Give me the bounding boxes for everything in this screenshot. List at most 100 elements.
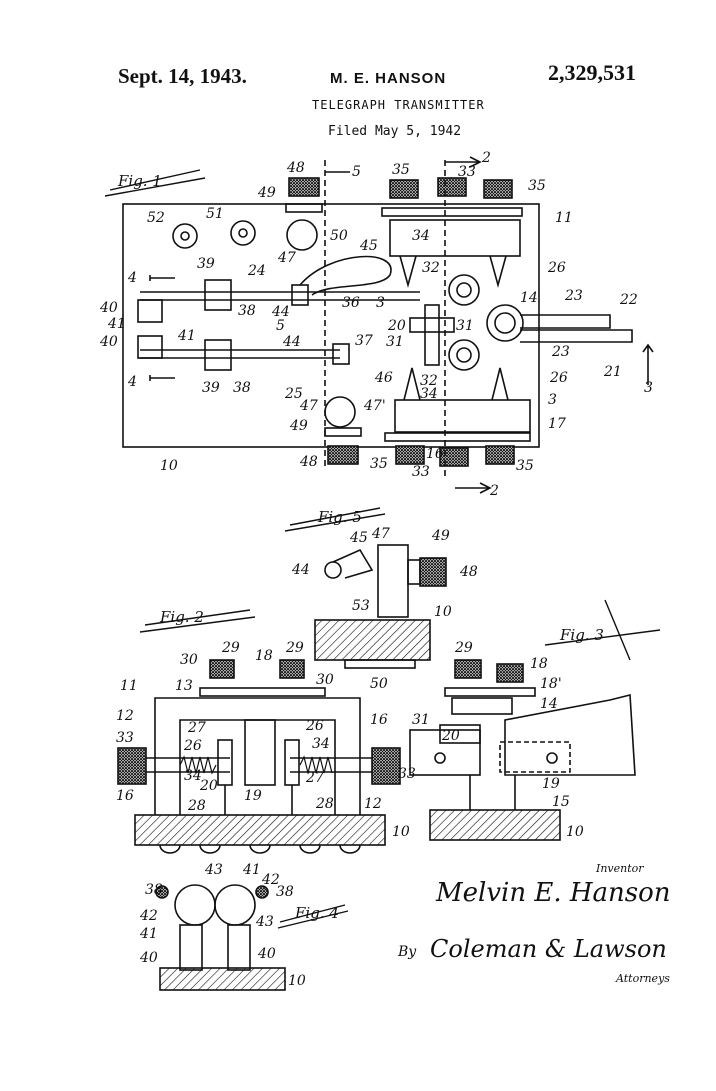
ref-numeral: 11 — [120, 678, 138, 694]
ref-numeral: 10 — [566, 824, 584, 840]
ref-numeral: 49 — [257, 185, 276, 201]
ref-numeral: 12 — [364, 796, 382, 812]
ref-numeral: 39 — [202, 380, 220, 396]
ref-numeral: 47' — [363, 398, 386, 414]
ref-numeral: 35 — [528, 178, 546, 194]
ref-numeral: 35 — [516, 458, 534, 474]
ref-numeral: 16 — [370, 712, 388, 728]
ref-numeral: 19 — [244, 788, 262, 804]
ref-numeral: 38 — [238, 303, 256, 319]
ref-numeral: 27 — [305, 770, 324, 786]
ref-numeral: 30 — [316, 672, 334, 688]
ref-numeral: 46 — [374, 370, 393, 386]
fig3-label: Fig. 3 — [559, 626, 604, 644]
ref-numeral: 42 — [139, 908, 158, 924]
ref-numeral: 48 — [299, 454, 318, 470]
ref-numeral: 53 — [352, 598, 370, 614]
inventor-caption: Inventor — [596, 862, 644, 875]
ref-numeral: 48 — [286, 160, 305, 176]
ref-numeral: 10 — [160, 458, 178, 474]
ref-numeral: 16 — [426, 446, 444, 462]
ref-numeral: 32 — [422, 260, 440, 276]
ref-numeral: 31 — [456, 318, 474, 334]
ref-numeral: 33 — [116, 730, 134, 746]
ref-numeral: 40 — [257, 946, 276, 962]
ref-numeral: 52 — [147, 210, 165, 226]
ref-numeral: 26 — [183, 738, 202, 754]
ref-numeral: 40 — [99, 334, 118, 350]
ref-numeral: 44 — [291, 562, 310, 578]
ref-numeral: 10 — [434, 604, 452, 620]
ref-numeral: 20 — [199, 778, 218, 794]
ref-numeral: 4 — [127, 374, 137, 390]
ref-numeral: 30 — [180, 652, 198, 668]
ref-numeral: 31 — [412, 712, 430, 728]
ref-numeral: 27 — [187, 720, 206, 736]
ref-numeral: 12 — [116, 708, 134, 724]
ref-numeral: 39 — [197, 256, 215, 272]
ref-numeral: 34 — [412, 228, 430, 244]
ref-numeral: 47 — [277, 250, 296, 266]
ref-numeral: 51 — [206, 206, 224, 222]
ref-numeral: 23 — [551, 344, 570, 360]
ref-numeral: 47 — [299, 398, 318, 414]
ref-numeral: 41 — [107, 316, 126, 332]
ref-numeral: 50 — [370, 676, 388, 692]
ref-numeral: 47 — [371, 526, 390, 542]
ref-numeral: 3 — [548, 392, 557, 408]
ref-numeral: 31 — [386, 334, 404, 350]
ref-numeral: 2 — [481, 150, 491, 166]
ref-numeral: 34 — [312, 736, 330, 752]
ref-numeral: 33 — [412, 464, 430, 480]
ref-numeral: 18 — [530, 656, 548, 672]
inventor-signature: Melvin E. Hanson — [436, 878, 671, 908]
ref-numeral: 49 — [289, 418, 308, 434]
ref-numeral: 48 — [459, 564, 478, 580]
ref-numeral: 35 — [370, 456, 388, 472]
ref-numeral: 29 — [221, 640, 240, 656]
ref-numeral: 38 — [145, 882, 163, 898]
ref-numeral: 29 — [285, 640, 304, 656]
ref-numeral: 22 — [619, 292, 638, 308]
ref-numeral: 14 — [540, 696, 558, 712]
ref-numeral: 26 — [305, 718, 324, 734]
ref-numeral: 40 — [139, 950, 158, 966]
ref-numeral: 50 — [330, 228, 348, 244]
ref-numeral: 18 — [255, 648, 273, 664]
ref-numeral: 43 — [255, 914, 274, 930]
ref-numeral: 23 — [564, 288, 583, 304]
ref-numeral: 45 — [359, 238, 378, 254]
by-label: By — [398, 944, 416, 960]
ref-numeral: 4 — [127, 270, 137, 286]
ref-numeral: 10 — [392, 824, 410, 840]
ref-numeral: 34 — [184, 768, 202, 784]
ref-numeral: 33 — [458, 164, 476, 180]
ref-numeral: 49 — [431, 528, 450, 544]
ref-numeral: 40 — [99, 300, 118, 316]
ref-numeral: 44 — [282, 334, 301, 350]
ref-numeral: 41 — [139, 926, 158, 942]
ref-numeral: 20 — [441, 728, 460, 744]
ref-numeral: 3 — [376, 295, 385, 311]
ref-numeral: 21 — [603, 364, 622, 380]
ref-numeral: 5 — [352, 164, 361, 180]
ref-numeral: 41 — [177, 328, 196, 344]
ref-numeral: 24 — [247, 263, 266, 279]
ref-numeral: 26 — [547, 260, 566, 276]
ref-numeral: 38 — [276, 884, 294, 900]
ref-numeral: 29 — [454, 640, 473, 656]
ref-numeral: 28 — [315, 796, 334, 812]
fig5-label: Fig. 5 — [317, 508, 362, 526]
figure-3: Fig. 3 — [410, 600, 660, 840]
ref-numeral: 14 — [520, 290, 538, 306]
ref-numeral: 18' — [540, 676, 562, 692]
ref-numeral: 16 — [116, 788, 134, 804]
ref-numeral: 34 — [420, 386, 438, 402]
ref-numeral: 43 — [204, 862, 223, 878]
ref-numeral: 33 — [398, 766, 416, 782]
ref-numeral: 38 — [233, 380, 251, 396]
figure-1: Fig. 1 — [105, 157, 653, 493]
ref-numeral: 37 — [355, 333, 373, 349]
figure-4: Fig. 4 — [156, 885, 348, 990]
